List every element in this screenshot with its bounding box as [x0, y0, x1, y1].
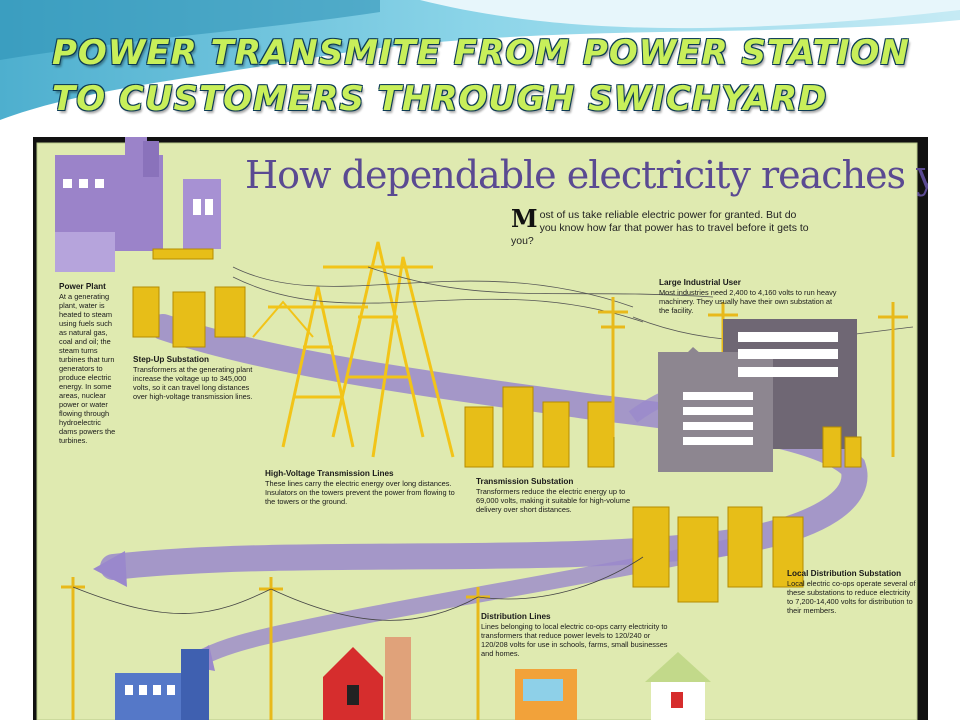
caption-large-industrial-body: Most industries need 2,400 to 4,160 volt…: [659, 287, 837, 315]
caption-high-voltage-body: These lines carry the electric energy ov…: [265, 478, 455, 506]
small-business: [515, 669, 577, 720]
caption-high-voltage-title: High-Voltage Transmission Lines: [265, 469, 394, 478]
slide-title: Power transmite from power station to cu…: [52, 30, 932, 122]
infographic-artwork: [36, 137, 918, 720]
infographic-image: How dependable electricity reaches you M…: [33, 137, 928, 720]
caption-large-industrial-title: Large Industrial User: [659, 278, 741, 287]
caption-transmission-substation-body: Transformers reduce the electric energy …: [476, 486, 631, 514]
caption-distribution-lines: Distribution Lines Lines belonging to lo…: [481, 612, 671, 658]
high-voltage-towers: [252, 241, 455, 458]
large-industrial-building: [658, 319, 857, 472]
flow-arrow-head-left: [93, 551, 127, 587]
step-up-substation: [132, 248, 246, 348]
intro-dropcap: M: [511, 204, 538, 233]
slide-title-line-1: Power transmite from power station: [52, 33, 910, 73]
distribution-wires: [72, 556, 644, 621]
infographic-heading: How dependable electricity reaches you: [245, 153, 928, 197]
caption-local-distribution-title: Local Distribution Substation: [787, 569, 902, 578]
caption-distribution-lines-body: Lines belonging to local electric co-ops…: [481, 621, 668, 658]
industrial-transformer: [822, 426, 862, 468]
caption-local-distribution-body: Local electric co-ops operate several of…: [787, 578, 916, 615]
school-building: [115, 649, 209, 720]
caption-step-up-title: Step-Up Substation: [133, 355, 209, 364]
transmission-wires: [232, 266, 914, 342]
home: [645, 652, 711, 720]
farm-barn: [323, 637, 411, 720]
caption-distribution-lines-title: Distribution Lines: [481, 612, 551, 621]
transmission-substation: [464, 386, 615, 468]
caption-large-industrial: Large Industrial User Most industries ne…: [659, 278, 839, 315]
caption-step-up-body: Transformers at the generating plant inc…: [133, 364, 253, 401]
intro-text: ost of us take reliable electric power f…: [511, 209, 809, 247]
caption-step-up: Step-Up Substation Transformers at the g…: [133, 355, 258, 401]
power-plant-building: [55, 137, 221, 272]
caption-power-plant-body: At a generating plant, water is heated t…: [59, 291, 116, 445]
caption-high-voltage: High-Voltage Transmission Lines These li…: [265, 469, 460, 506]
slide-title-line-2: to customers through swichyard: [52, 79, 828, 119]
caption-transmission-substation-title: Transmission Substation: [476, 477, 574, 486]
caption-local-distribution: Local Distribution Substation Local elec…: [787, 569, 917, 615]
caption-power-plant: Power Plant At a generating plant, water…: [59, 282, 119, 445]
caption-transmission-substation: Transmission Substation Transformers red…: [476, 477, 641, 514]
local-distribution-substation: [632, 506, 804, 603]
caption-power-plant-title: Power Plant: [59, 282, 106, 291]
